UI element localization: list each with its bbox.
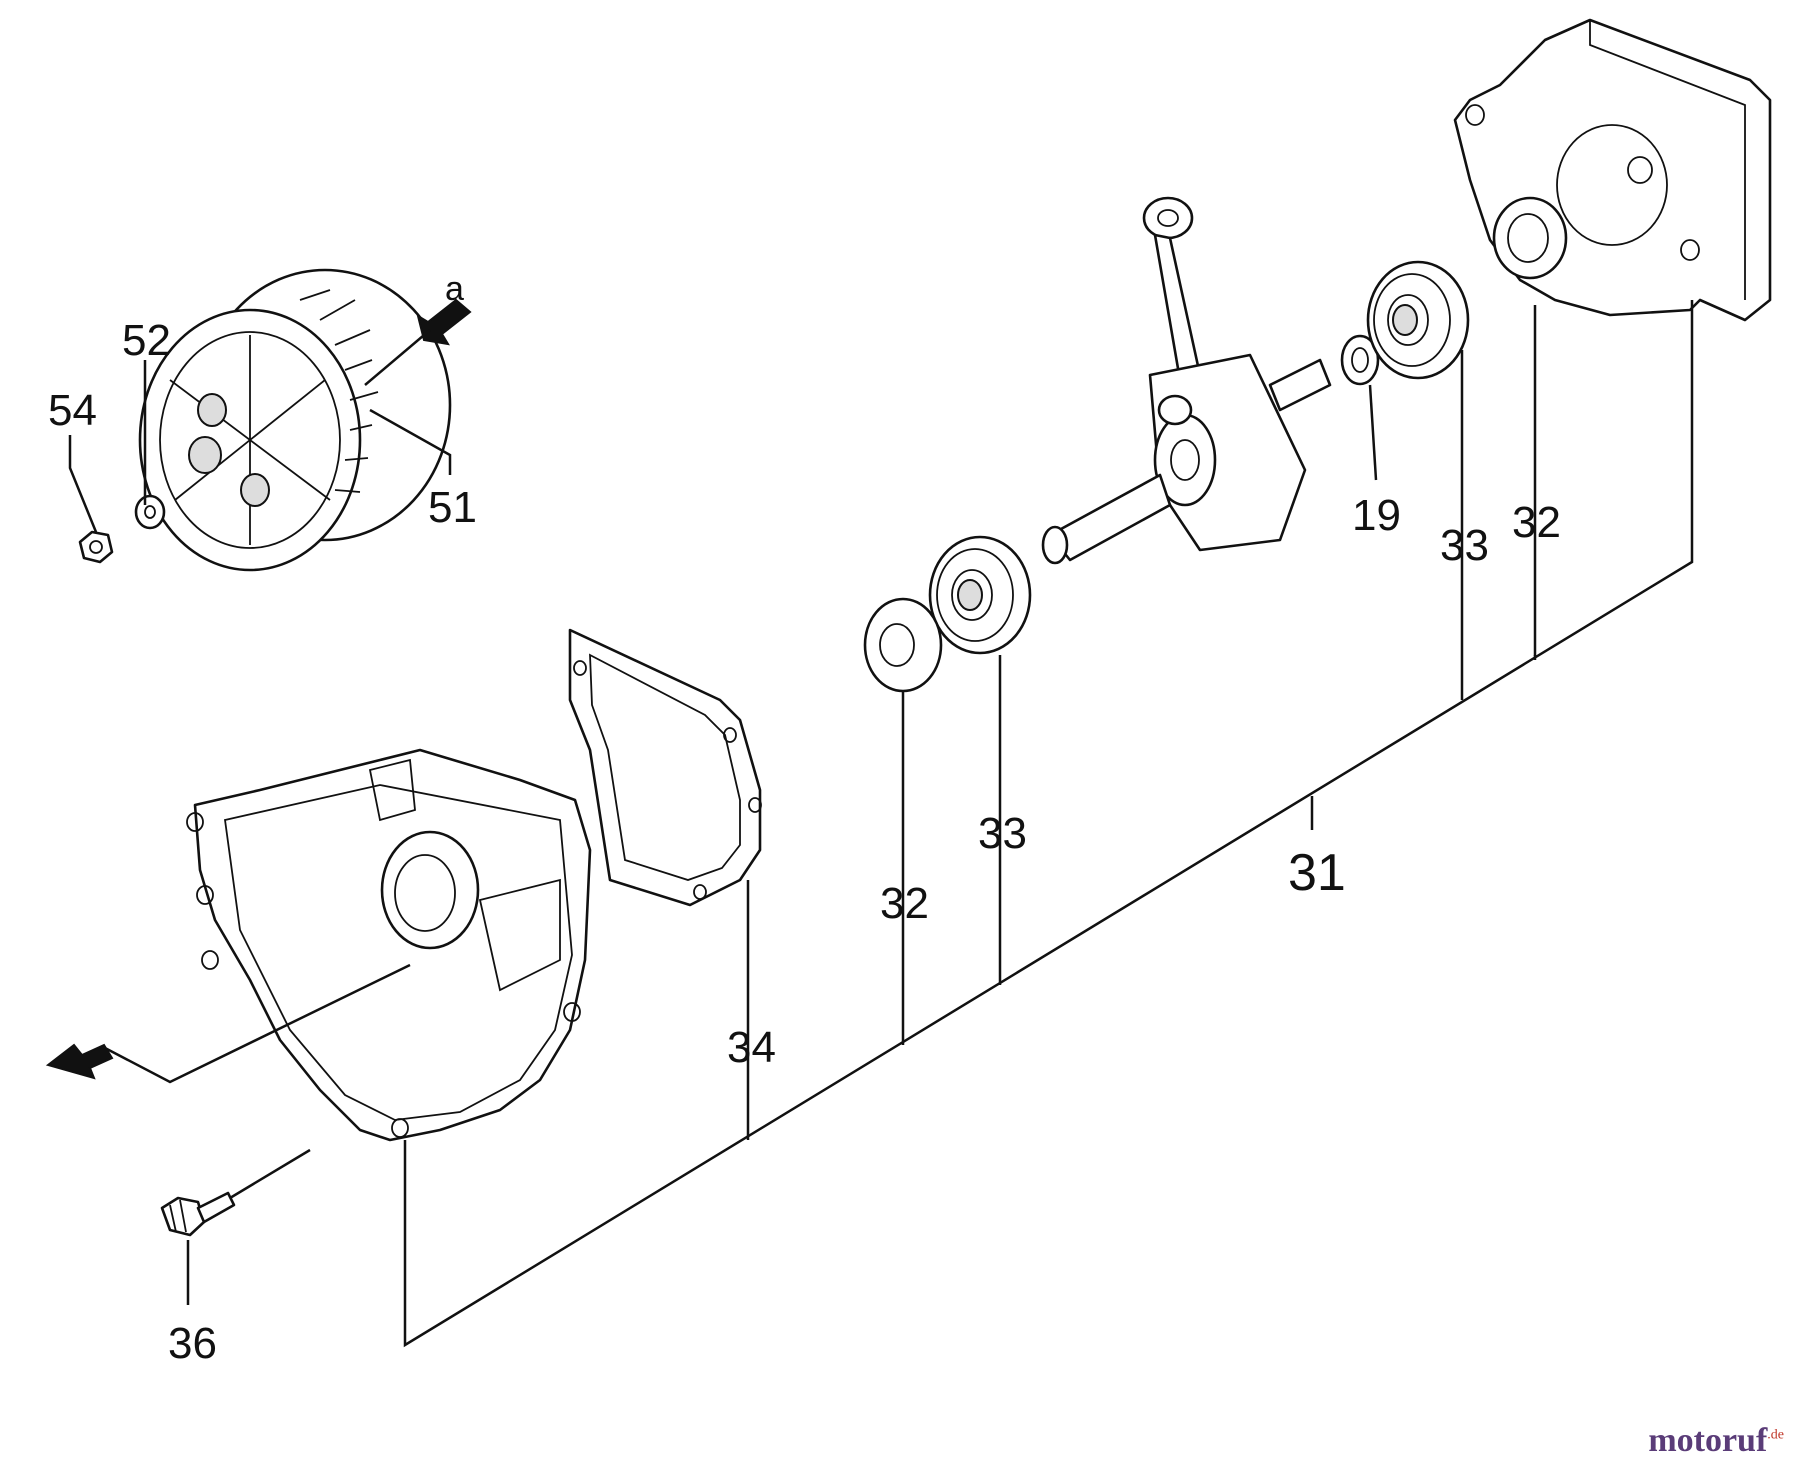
washer [134, 494, 166, 530]
callout-labels: 54 52 51 a 19 33 32 32 33 31 34 36 [48, 270, 1561, 1368]
callout-54: 54 [48, 386, 97, 435]
gasket [568, 628, 762, 907]
callout-33-top: 33 [1440, 521, 1489, 570]
callout-34: 34 [727, 1023, 776, 1072]
callout-a: a [445, 270, 464, 308]
ball-bearing-middle [928, 535, 1032, 655]
callout-33-mid: 33 [978, 809, 1027, 858]
crankshaft [1041, 196, 1332, 565]
nut [78, 530, 114, 564]
oil-seal-middle [863, 597, 943, 693]
crankcase-left-half [186, 748, 592, 1142]
watermark-logo: motoruf.de [1648, 1422, 1784, 1460]
crankcase-right-half [1453, 18, 1772, 322]
callout-36: 36 [168, 1319, 217, 1368]
bolt [160, 1191, 236, 1237]
flywheel [138, 268, 452, 572]
ball-bearing-top [1366, 260, 1470, 380]
watermark-suffix: .de [1767, 1427, 1784, 1443]
thrust-washer [1340, 334, 1380, 386]
callout-32-mid: 32 [880, 879, 929, 928]
callout-19: 19 [1352, 491, 1401, 540]
callout-32-top: 32 [1512, 498, 1561, 547]
leader-lines [68, 300, 1694, 1348]
arrow-left-icon [45, 1043, 114, 1080]
callout-51: 51 [428, 483, 477, 532]
arrow-left-down-icon [416, 298, 472, 346]
watermark-brand: motoruf [1648, 1422, 1768, 1459]
callout-31: 31 [1288, 844, 1346, 902]
callout-52: 52 [122, 316, 171, 365]
